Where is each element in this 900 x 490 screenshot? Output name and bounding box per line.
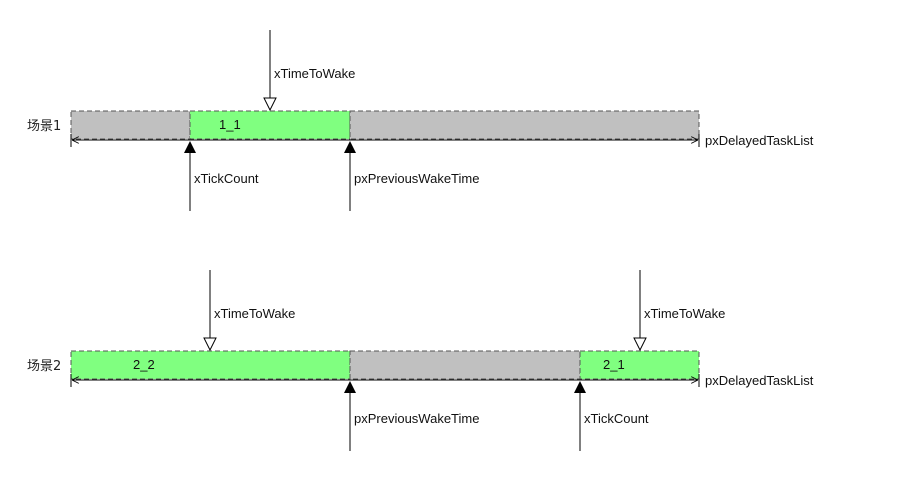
scenario-1-segment-label: 1_1 — [219, 117, 241, 132]
scenario-1-gray-segment-left — [70, 110, 191, 140]
scenario-2-wake-left-label: xTimeToWake — [214, 306, 295, 321]
scenario-2-green-segment-right — [579, 350, 700, 380]
scenario-1: 场景1 1_1 pxDelayedTaskList xTimeToWake xT… — [27, 30, 814, 211]
scenario-2-wake-left-pointer-arrowhead — [203, 337, 217, 352]
scenario-2-segment-left-label: 2_2 — [133, 357, 155, 372]
scenario-2-prev-pointer-arrowhead — [344, 381, 356, 393]
scenario-2-tick-pointer-arrowhead — [574, 381, 586, 393]
scenario-2-segment-right-label: 2_1 — [603, 357, 625, 372]
scenario-2-wake-right-label: xTimeToWake — [644, 306, 725, 321]
scenario-2: 场景2 2_2 2_1 pxDelayedTaskList xTimeToWak… — [27, 270, 814, 451]
scenario-1-green-segment — [189, 110, 351, 140]
scenario-1-prev-pointer-arrowhead — [344, 141, 356, 153]
scenario-1-tick-pointer-arrowhead — [184, 141, 196, 153]
scenario-2-tick-label: xTickCount — [584, 411, 649, 426]
scenario-2-prev-label: pxPreviousWakeTime — [354, 411, 479, 426]
scenario-1-label: 场景1 — [27, 119, 61, 134]
scenario-1-list-label: pxDelayedTaskList — [705, 133, 814, 148]
scenario-2-label: 场景2 — [27, 359, 61, 374]
scenario-2-list-label: pxDelayedTaskList — [705, 373, 814, 388]
scenario-2-gray-segment — [349, 350, 581, 380]
scenario-1-gray-segment-right — [349, 110, 700, 140]
scenario-2-wake-right-pointer-arrowhead — [633, 337, 647, 352]
scenario-1-wake-label: xTimeToWake — [274, 66, 355, 81]
scenario-1-wake-pointer-arrowhead — [263, 97, 277, 112]
scenario-2-green-segment-left — [70, 350, 351, 380]
scenario-1-prev-label: pxPreviousWakeTime — [354, 171, 479, 186]
scenario-1-tick-label: xTickCount — [194, 171, 259, 186]
